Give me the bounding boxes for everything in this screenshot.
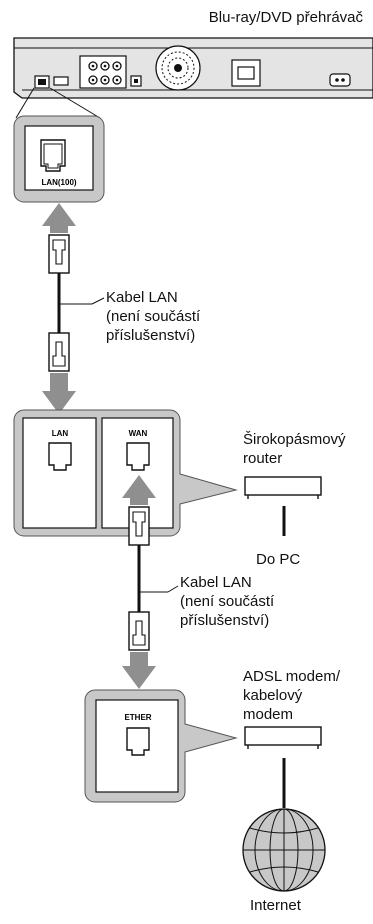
modem-line-2: kabelový	[243, 687, 303, 704]
modem-port-zoom	[84, 689, 238, 803]
cable-1-line-3: příslušenství)	[106, 327, 196, 344]
router-device	[244, 476, 322, 536]
lan-cable-1	[42, 203, 105, 414]
player-title: Blu-ray/DVD přehrávač	[208, 9, 363, 26]
modem-line-3: modem	[243, 706, 294, 723]
cable-2-label: Kabel LAN (není součástí příslušenství)	[180, 573, 274, 630]
cable-1-line-2: (není součástí	[106, 308, 201, 325]
router-label: Širokopásmový router	[243, 430, 346, 468]
cable-1-label: Kabel LAN (není součástí příslušenství)	[106, 288, 200, 345]
lan-cable-2	[122, 475, 179, 689]
router-line-2: router	[243, 450, 283, 467]
modem-ether-port-label: ETHER	[124, 713, 151, 722]
to-pc-label: Do PC	[256, 551, 301, 568]
internet-label: Internet	[250, 897, 301, 914]
cable-1-line-1: Kabel LAN	[106, 289, 178, 306]
cable-2-line-3: příslušenství)	[180, 612, 270, 629]
cable-2-line-2: (není součástí	[180, 593, 275, 610]
player-rear-panel	[13, 37, 373, 99]
router-wan-port-label: WAN	[129, 429, 148, 438]
modem-label: ADSL modem/ kabelový modem	[243, 667, 340, 724]
modem-device	[244, 726, 322, 808]
cable-2-line-1: Kabel LAN	[180, 574, 252, 591]
modem-line-1: ADSL modem/	[243, 668, 340, 685]
internet-globe-icon	[242, 808, 326, 892]
player-lan-port-zoom	[13, 115, 105, 203]
player-lan-port-label: LAN(100)	[41, 178, 76, 187]
zoom-callout-lines	[15, 87, 101, 119]
router-ports-zoom	[13, 409, 238, 537]
router-line-1: Širokopásmový	[243, 431, 346, 448]
router-lan-port-label: LAN	[52, 429, 69, 438]
